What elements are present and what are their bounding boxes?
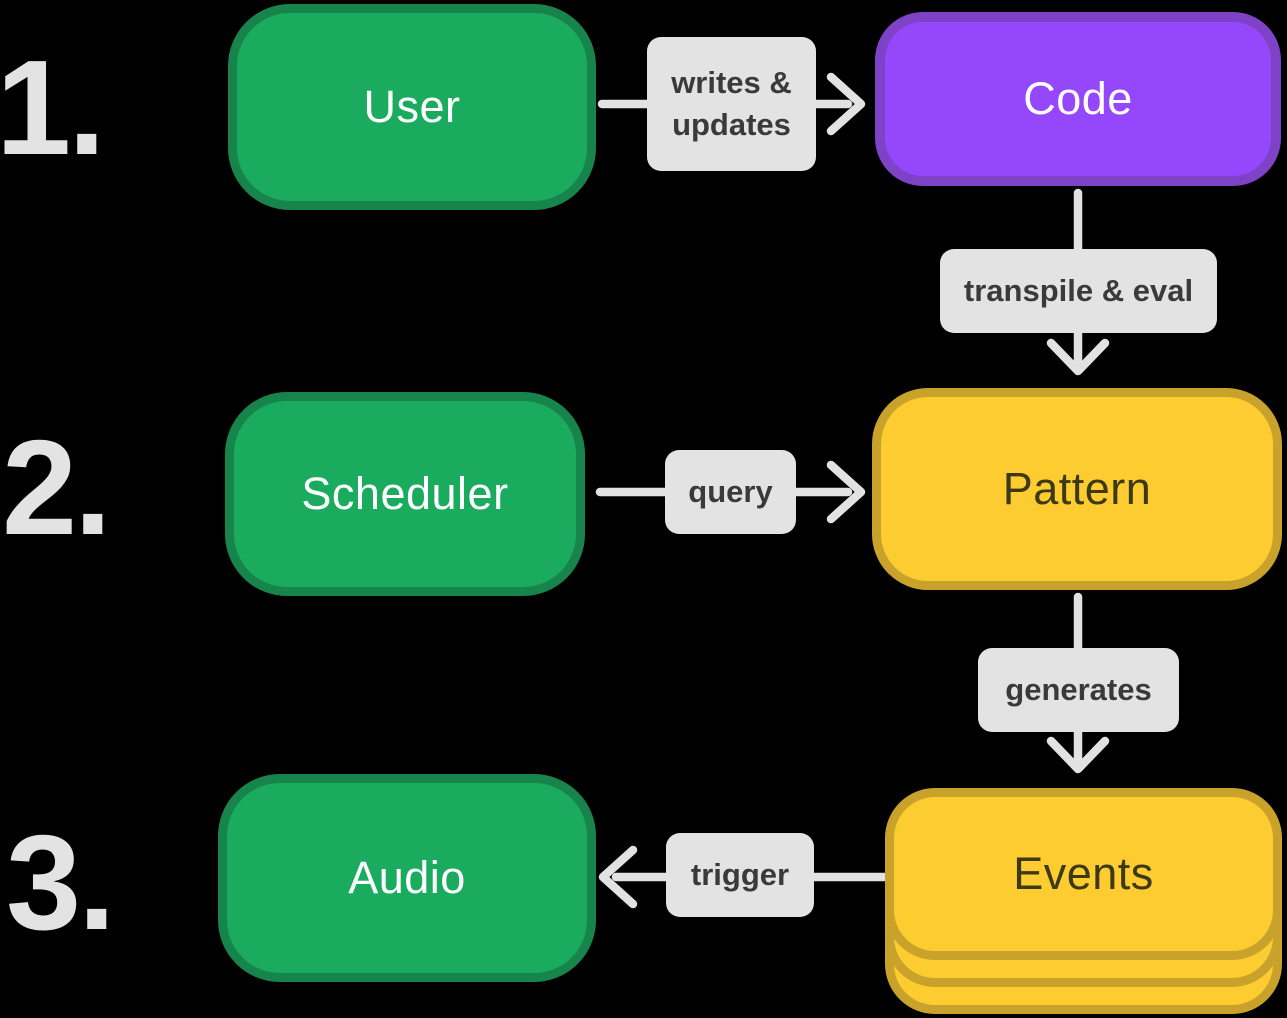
step-number-1: 1.: [0, 32, 106, 183]
arrow-user-to-code-head: [826, 72, 866, 136]
node-audio-label: Audio: [348, 852, 466, 903]
node-scheduler-label: Scheduler: [301, 468, 509, 519]
edge-label-generates: generates: [978, 648, 1179, 732]
node-audio: Audio: [218, 774, 596, 982]
node-code: Code: [875, 12, 1281, 186]
node-events-label: Events: [1013, 848, 1154, 899]
edge-label-transpile-eval: transpile & eval: [940, 249, 1217, 333]
node-user-label: User: [363, 81, 461, 132]
node-user: User: [228, 4, 596, 210]
edge-label-writes-updates: writes & updates: [647, 37, 816, 171]
step-number-3: 3.: [6, 807, 116, 958]
arrow-scheduler-to-pattern-head: [826, 460, 866, 524]
arrow-code-to-pattern-head: [1046, 338, 1110, 376]
node-code-label: Code: [1023, 73, 1133, 124]
node-scheduler: Scheduler: [225, 392, 585, 596]
node-pattern: Pattern: [872, 388, 1282, 590]
step-number-2: 2.: [2, 412, 112, 563]
edge-label-trigger: trigger: [666, 833, 814, 917]
arrow-events-to-audio-head: [598, 845, 638, 909]
arrow-pattern-to-events-head: [1046, 736, 1110, 774]
node-pattern-label: Pattern: [1002, 463, 1152, 514]
edge-label-query: query: [665, 450, 796, 534]
node-events: Events: [885, 788, 1282, 960]
